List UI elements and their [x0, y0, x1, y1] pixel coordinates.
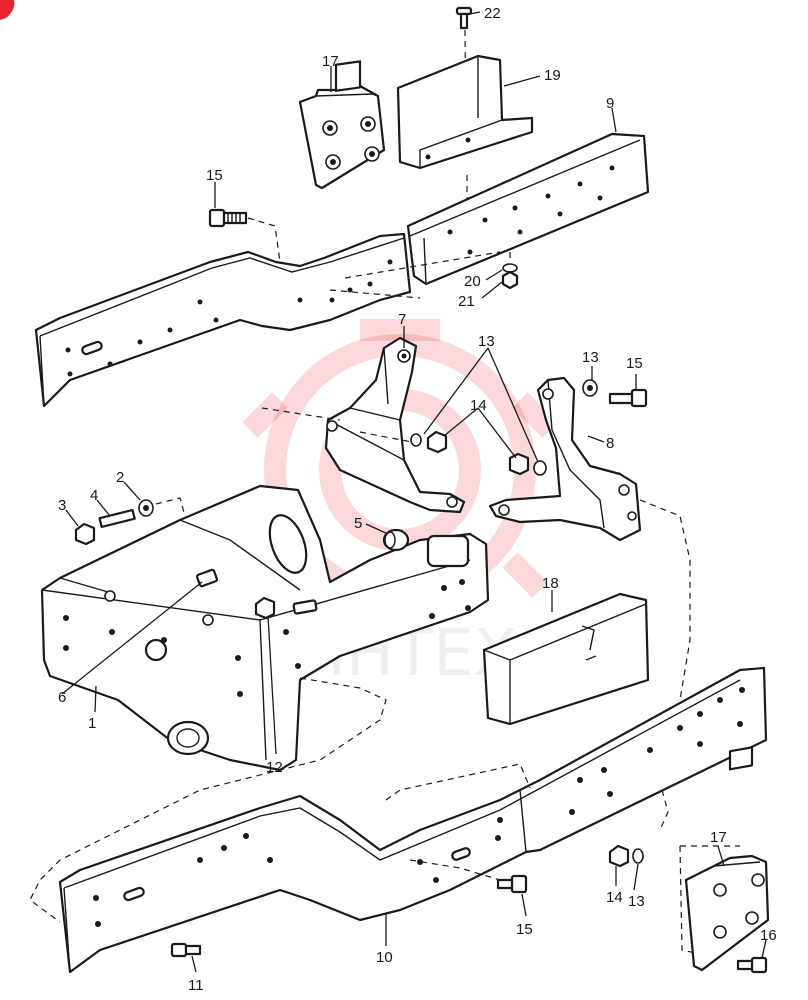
upper-left-rail	[34, 232, 412, 408]
callout-2: 2	[116, 469, 124, 486]
axis-2-4	[155, 497, 187, 521]
callout-15-a: 15	[206, 167, 223, 184]
callout-22: 22	[484, 5, 501, 22]
part-22-screw	[455, 6, 473, 30]
callout-6: 6	[58, 689, 66, 706]
watermark-teeth	[242, 319, 558, 598]
part-4-stud	[98, 508, 136, 529]
callout-13-c: 13	[628, 893, 645, 910]
part-19-angle-bracket	[396, 54, 534, 170]
callout-20: 20	[464, 273, 481, 290]
axis-rail-join	[329, 251, 501, 299]
part-17-mounting-plate-bottom	[684, 746, 770, 972]
callout-1: 1	[88, 715, 96, 732]
callout-13-b: 13	[582, 349, 599, 366]
callout-5: 5	[354, 515, 362, 532]
part-2-washer	[138, 499, 154, 517]
callout-4: 4	[90, 487, 98, 504]
part-13-washer-bottom	[632, 848, 644, 864]
part-10-lower-frame-rail	[58, 666, 768, 974]
callout-10: 10	[376, 949, 393, 966]
part-12-nut	[254, 596, 276, 620]
callout-15-b: 15	[626, 355, 643, 372]
leader-lines	[61, 11, 767, 973]
callout-21: 21	[458, 293, 475, 310]
part-9-upper-right-rail	[406, 132, 650, 286]
part-7-bracket-left	[324, 336, 466, 514]
axis-15-bottom	[409, 859, 501, 881]
part-15-bolt-top	[208, 208, 248, 228]
part-20-washer	[502, 263, 518, 273]
part-bolt-stub	[292, 599, 318, 615]
part-14-nut-a	[426, 430, 448, 454]
callout-14-a: 14	[470, 397, 487, 414]
axis-housing-to-rail	[29, 677, 387, 923]
callout-7: 7	[398, 311, 406, 328]
part-11-bolt	[170, 942, 202, 958]
corner-mark	[0, 0, 15, 20]
callout-16: 16	[760, 927, 777, 944]
axis-bracket-to-rail	[639, 499, 691, 701]
callout-17-a: 17	[322, 53, 339, 70]
callout-19: 19	[544, 67, 561, 84]
part-18-cover-box	[482, 592, 650, 726]
callout-15-c: 15	[516, 921, 533, 938]
axis-17-bottom	[659, 789, 740, 955]
part-13-washer-b	[533, 460, 547, 476]
part-15-bolt-right	[608, 388, 648, 408]
part-8-bracket-right	[488, 376, 642, 542]
part-14-nut-bottom	[608, 844, 630, 868]
axis-rail-splice	[385, 763, 531, 801]
callout-12: 12	[266, 759, 283, 776]
part-15-bolt-bottom	[496, 874, 528, 894]
part-14-nut-b	[508, 452, 530, 476]
callout-18: 18	[542, 575, 559, 592]
callout-3: 3	[58, 497, 66, 514]
callout-13-a: 13	[478, 333, 495, 350]
part-13-washer-a	[410, 433, 422, 447]
part-1-main-housing	[40, 484, 490, 772]
part-21-nut	[501, 270, 519, 290]
part-5-bushing	[382, 528, 410, 552]
callout-11: 11	[188, 977, 204, 994]
callout-17-b: 17	[710, 829, 727, 846]
axis-7	[261, 407, 413, 443]
part-3-nut	[74, 522, 96, 546]
callout-9: 9	[606, 95, 614, 112]
callout-8: 8	[606, 435, 614, 452]
part-13-washer-c	[582, 379, 598, 397]
part-16-bolt	[736, 956, 768, 974]
callout-14-b: 14	[606, 889, 623, 906]
callout-labels: 1 2 3 4 5 6 7 8 9 10 11 12 13 13 13 14 1…	[58, 5, 777, 994]
part-17-mounting-plate-top	[298, 60, 386, 190]
